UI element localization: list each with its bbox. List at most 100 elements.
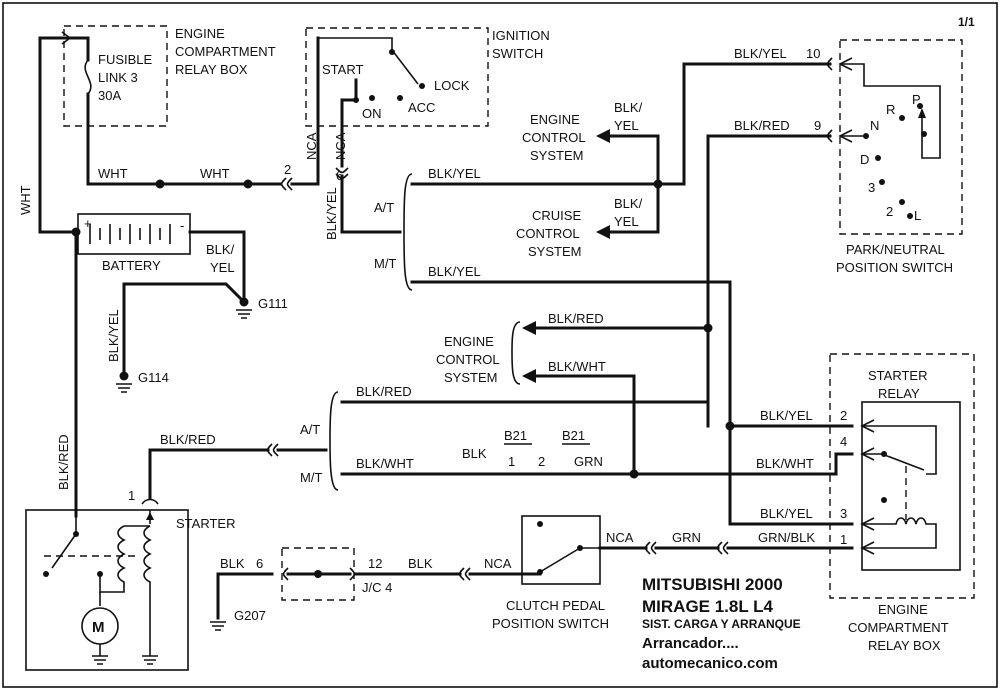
wire-label-blk-jc: BLK [408,556,433,571]
clutch-switch-label: CLUTCH PEDAL POSITION SWITCH [492,598,609,631]
park-neutral-box [839,39,963,235]
cruise-feed [604,182,660,234]
svg-text:CONTROL: CONTROL [436,352,500,367]
svg-text:ENGINE: ENGINE [444,334,494,349]
wire-label-blk-yel-g114: BLK/YEL [106,309,121,362]
wire-label-blk-wht-ecs: BLK/WHT [548,359,606,374]
pn-n: N [870,118,879,133]
wire-label-blk-red-ecs: BLK/RED [548,311,604,326]
split-brace [511,321,521,385]
svg-text:COMPARTMENT: COMPARTMENT [175,44,276,59]
arrow-icon [596,129,610,143]
splice-dot [314,570,322,578]
ct-blk: BLK [462,446,487,461]
blk-red-at-wire [340,328,710,404]
svg-text:CONTROL: CONTROL [522,130,586,145]
battery-plus: + [84,216,92,231]
wire-label-blk-yel-batt: BLK/ [206,242,235,257]
wht-to-ignition [290,36,320,186]
ignition-contact [369,95,375,101]
svg-text:CLUTCH PEDAL: CLUTCH PEDAL [506,598,605,613]
blk-wht-mt-wire [340,452,854,476]
ign-start: START [322,62,363,77]
ignition-switch-box [305,27,489,127]
ground-g207: G207 [234,608,266,623]
svg-text:POSITION SWITCH: POSITION SWITCH [492,616,609,631]
ground-icon [92,655,158,665]
motor-label: M [92,619,105,636]
motor-icon [81,607,119,645]
splice-dot [119,371,129,381]
wire-label-blk-yel-ecs-2: YEL [614,118,639,133]
blk-yel-mt-wire [410,280,732,428]
wire-label-blk-red-pin9: BLK/RED [734,118,790,133]
pn-contact [907,213,913,219]
pin-6-g207: 6 [256,556,263,571]
ignition-contact [397,95,403,101]
relay-box-bottom [829,353,975,599]
connector-icon [716,541,729,555]
split-mt-top: M/T [374,256,396,271]
arrow-icon [61,31,72,45]
splice-dot [629,469,639,479]
pn-contact [863,133,869,139]
svg-text:LINK 3: LINK 3 [98,70,138,85]
relay-coil-icon [862,517,937,549]
relay-pin-4: 4 [840,434,847,449]
connector-icon [141,498,159,505]
ecs-mid-label: ENGINE CONTROL SYSTEM [436,334,500,385]
ground-g111: G111 [258,296,288,311]
relay-contact [862,425,937,475]
arrow-icon [522,321,536,335]
clutch-contact [577,545,583,551]
b21-a: B21 [504,428,527,443]
pin-10: 10 [806,46,820,61]
starter-box [25,509,189,671]
pin-2: 2 [284,162,291,177]
park-neutral-label: PARK/NEUTRAL POSITION SWITCH [836,242,953,275]
pn-contact [899,199,905,205]
split-at-top: A/T [374,200,394,215]
svg-text:COMPARTMENT: COMPARTMENT [848,620,949,635]
pn-2: 2 [886,204,893,219]
pn-d: D [860,152,869,167]
split-brace [403,173,413,291]
wire-label-blk-wht-relay4: BLK/WHT [756,456,814,471]
wire-label-nca-a: NCA [304,132,319,160]
ground-icon [116,383,132,393]
wht-wire-main [38,36,90,234]
relay-contact-dot [881,451,887,457]
ct-1: 1 [508,454,515,469]
starter-internal [51,510,151,569]
svg-text:ENGINE: ENGINE [878,602,928,617]
battery-box [77,213,191,255]
relay-contact-dot [881,497,887,503]
fusible-link-icon [84,59,92,95]
splice-dot [703,323,713,333]
wire-label-blk-yel-cruise: BLK/ [614,196,643,211]
relay-box-top [63,25,168,127]
svg-text:RELAY BOX: RELAY BOX [175,62,248,77]
footer-subtitle-2: Arrancador.... [642,635,739,652]
wht-wire-ign [86,92,282,186]
g114-wire [122,282,247,378]
connector-icon [458,567,471,581]
starter-contact [43,571,49,577]
arrow-icon [918,108,926,118]
wire-label-grn-blk: GRN/BLK [758,530,815,545]
connector-icon [266,443,279,457]
svg-text:CRUISE: CRUISE [532,208,581,223]
wire-label-blk-yel-relay2: BLK/YEL [760,408,813,423]
starter-coil-icon-2 [143,525,152,656]
ground-icon [236,309,252,319]
footer-title-1: MITSUBISHI 2000 [642,575,783,594]
wire-label-blk-red-at: BLK/RED [356,384,412,399]
svg-text:CONTROL: CONTROL [516,226,580,241]
wire-label-wht2: WHT [200,166,230,181]
split-at-bottom: A/T [300,422,320,437]
starter-label: STARTER [176,516,235,531]
wire-label-nca-b: NCA [333,132,348,160]
starter-relay-label: STARTER RELAY [868,368,927,401]
wire-label-blk-yel-vert: BLK/YEL [324,187,339,240]
